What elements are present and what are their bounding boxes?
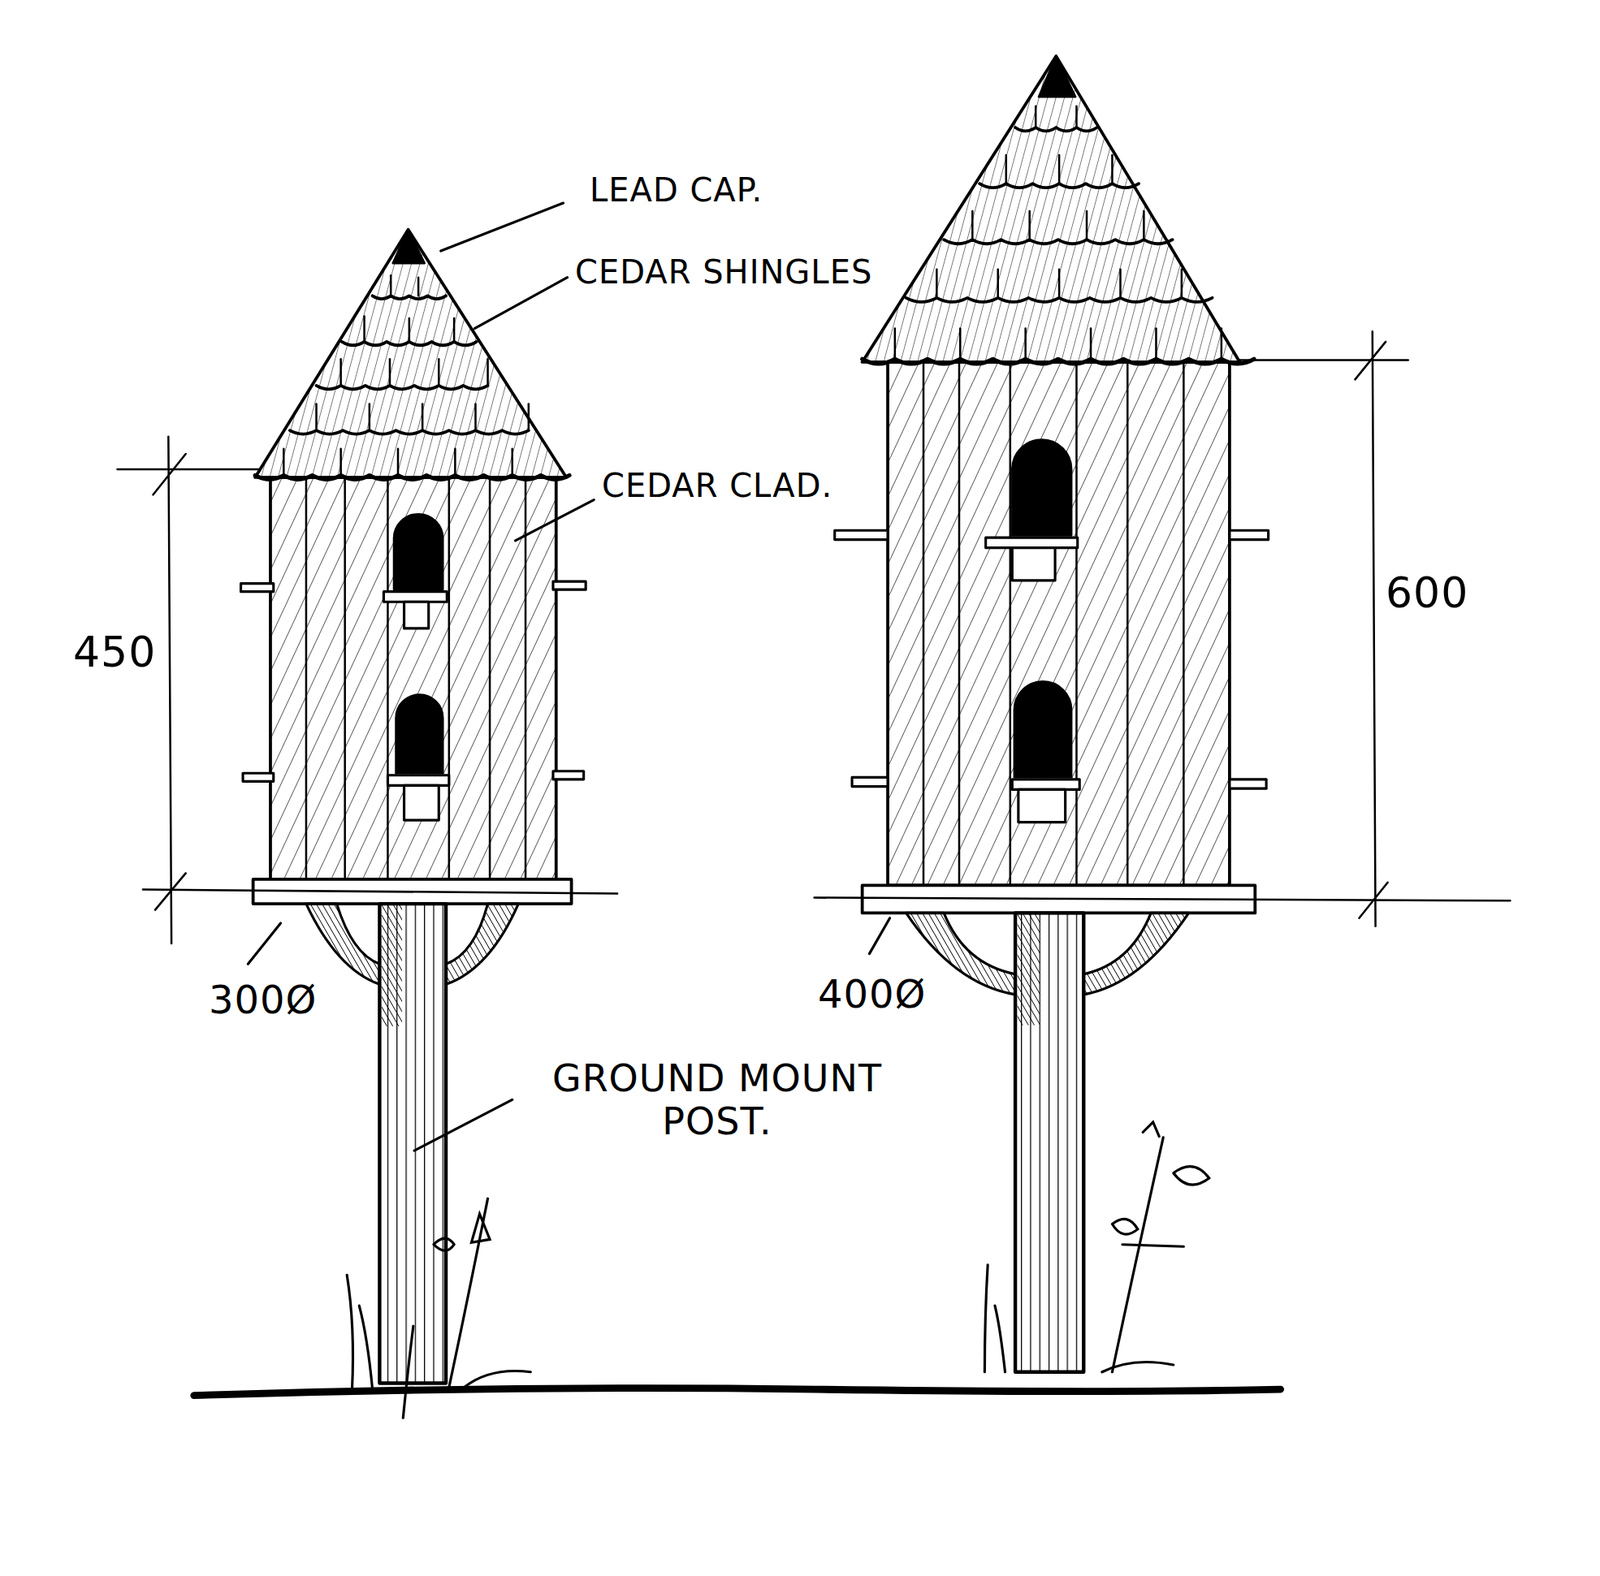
roof bbox=[255, 229, 567, 478]
entrance-hole bbox=[393, 514, 443, 590]
bracket bbox=[306, 903, 380, 985]
entrance-hole bbox=[1011, 439, 1072, 536]
ground-line bbox=[194, 1388, 1281, 1397]
part-label: GROUND MOUNT POST. bbox=[520, 1057, 914, 1144]
cedar-cladding bbox=[887, 362, 1230, 886]
part-label: CEDAR SHINGLES bbox=[573, 253, 874, 291]
part-label: LEAD CAP. bbox=[588, 171, 765, 209]
ground-mount-post bbox=[379, 903, 446, 1384]
left-dovecote bbox=[241, 229, 587, 1384]
ground-mount-post bbox=[1015, 912, 1084, 1372]
post-shadow bbox=[381, 903, 403, 1027]
lead-cap bbox=[1038, 56, 1076, 97]
grass bbox=[346, 1122, 1210, 1419]
bracket bbox=[1083, 912, 1189, 995]
dimension-text: 450 bbox=[71, 628, 158, 678]
shingle-rows bbox=[255, 295, 570, 480]
dimension-text: 600 bbox=[1383, 569, 1471, 619]
roof bbox=[862, 56, 1241, 363]
dimension-text: 300Ø bbox=[207, 977, 319, 1023]
shingle-rows bbox=[862, 127, 1255, 364]
post-shadow bbox=[1017, 912, 1041, 1025]
dimension-lines bbox=[117, 331, 1511, 944]
shingle-joints bbox=[895, 106, 1222, 360]
leader-lines bbox=[247, 203, 890, 1151]
part-label: CEDAR CLAD. bbox=[600, 467, 835, 505]
cedar-cladding bbox=[270, 477, 557, 882]
perches bbox=[241, 581, 587, 821]
cladding-boards bbox=[923, 364, 1184, 884]
perches bbox=[834, 530, 1269, 822]
entrance-hole bbox=[1014, 681, 1072, 778]
bracket bbox=[445, 903, 519, 985]
dimension-text: 400Ø bbox=[816, 972, 928, 1017]
shingle-joints bbox=[283, 275, 529, 476]
lead-cap bbox=[393, 229, 425, 264]
right-dovecote bbox=[834, 56, 1269, 1373]
cladding-boards bbox=[306, 479, 526, 879]
entrance-hole bbox=[396, 695, 444, 775]
